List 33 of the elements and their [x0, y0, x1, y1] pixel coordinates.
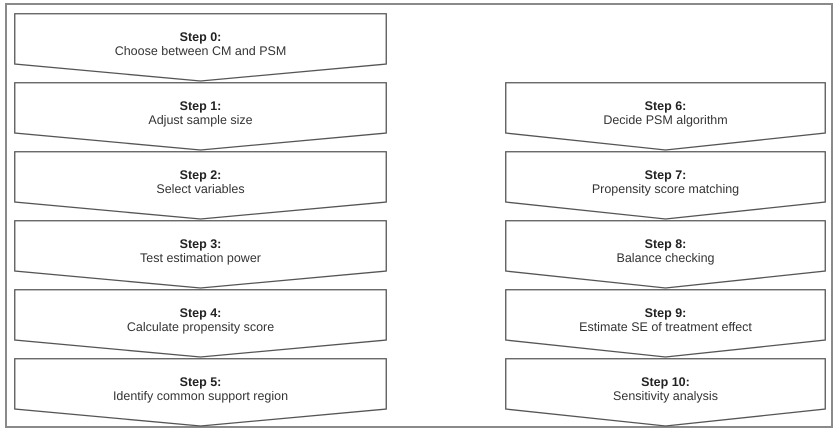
chevron-step — [505, 220, 826, 289]
step-heading: Step 2: — [180, 168, 222, 182]
step-heading: Step 1: — [180, 99, 222, 113]
chevron-step — [505, 358, 826, 427]
step-heading: Step 6: — [644, 99, 686, 113]
step-description: Test estimation power — [140, 251, 261, 265]
step-description: Sensitivity analysis — [613, 389, 718, 403]
step-heading: Step 4: — [180, 306, 222, 320]
step-description: Choose between CM and PSM — [114, 44, 286, 58]
step-description: Calculate propensity score — [126, 320, 274, 334]
step-heading: Step 5: — [180, 375, 222, 389]
step-description: Balance checking — [616, 251, 714, 265]
chevron-step — [505, 289, 826, 358]
chevron-step — [14, 220, 387, 289]
step-heading: Step 7: — [644, 168, 686, 182]
step-heading: Step 9: — [644, 306, 686, 320]
chevron-step — [14, 13, 387, 82]
step-heading: Step 10: — [641, 375, 690, 389]
step-description: Estimate SE of treatment effect — [579, 320, 752, 334]
chevron-step — [505, 151, 826, 220]
chevron-step — [14, 82, 387, 151]
chevron-step — [505, 82, 826, 151]
step-description: Identify common support region — [112, 389, 288, 403]
step-description: Propensity score matching — [592, 182, 740, 196]
chevron-step — [14, 151, 387, 220]
step-description: Select variables — [156, 182, 245, 196]
step-heading: Step 0: — [180, 30, 222, 44]
step-description: Decide PSM algorithm — [603, 113, 728, 127]
step-heading: Step 8: — [644, 237, 686, 251]
step-description: Adjust sample size — [148, 113, 253, 127]
chevron-step — [14, 358, 387, 427]
chevron-step — [14, 289, 387, 358]
step-heading: Step 3: — [180, 237, 222, 251]
